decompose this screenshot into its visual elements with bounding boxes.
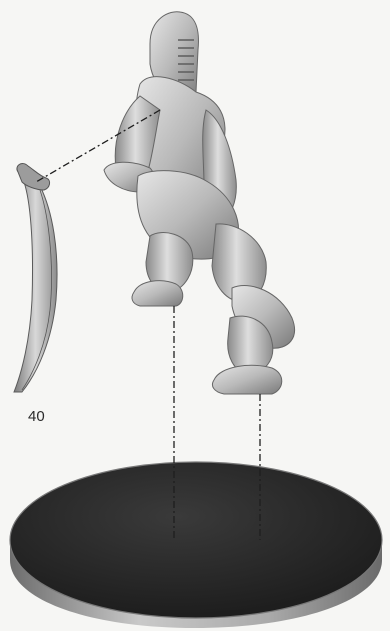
sword-blade [14, 182, 57, 392]
base [10, 462, 382, 628]
part-number-label: 40 [28, 408, 45, 425]
sword-hilt [17, 164, 50, 190]
warrior-figure [104, 12, 295, 394]
sword-part [14, 164, 57, 392]
base-top [10, 462, 382, 618]
right-foot [212, 365, 281, 394]
left-foot [132, 281, 183, 306]
